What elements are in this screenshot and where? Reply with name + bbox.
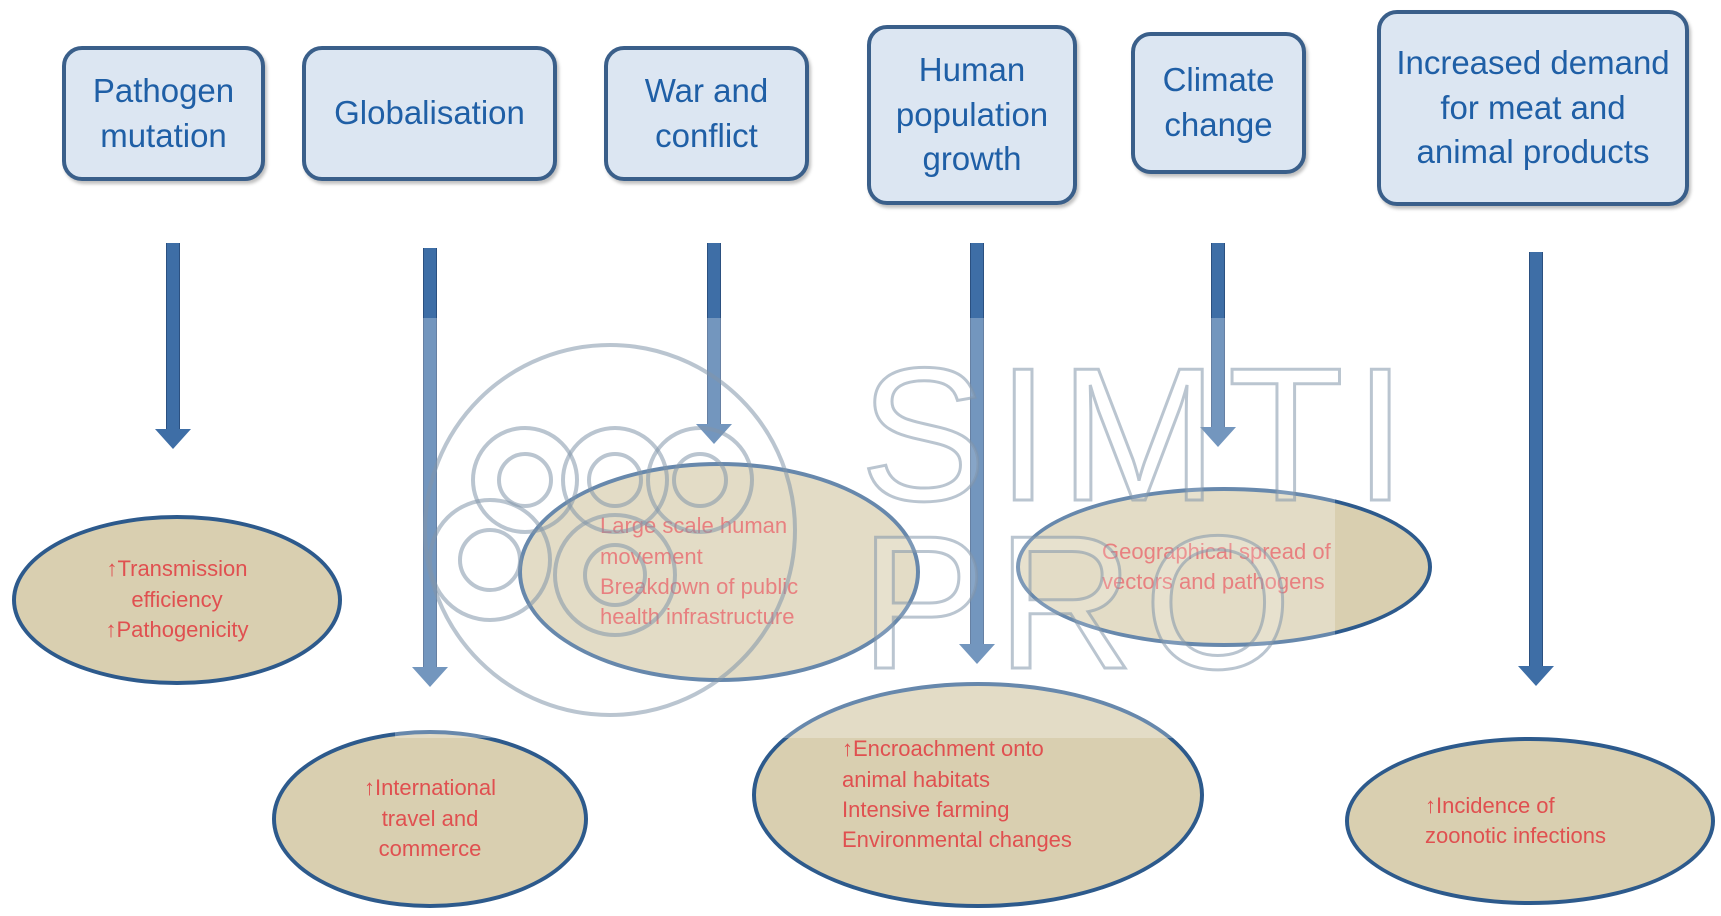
effect-ellipse-transmission: ↑Transmission efficiency ↑Pathogenicity — [12, 515, 342, 685]
effect-line: movement — [600, 543, 703, 569]
cause-box-war-and-conflict: War and conflict — [604, 46, 809, 181]
effect-ellipse-geographical-spread: Geographical spread of vectors and patho… — [1016, 487, 1432, 647]
cause-label: Pathogen mutation — [92, 71, 235, 154]
cause-box-pathogen-mutation: Pathogen mutation — [62, 46, 265, 181]
effect-line: animal habitats — [842, 766, 990, 792]
cause-box-increased-demand: Increased demand for meat and animal pro… — [1377, 10, 1689, 206]
effect-line: zoonotic infections — [1425, 823, 1606, 848]
cause-label: Climate change — [1162, 61, 1275, 143]
effect-line: Breakdown of public — [600, 574, 799, 599]
effect-line: Geographical spread of — [1102, 538, 1331, 564]
effect-line: commerce — [378, 836, 482, 862]
effect-ellipse-international-travel: ↑International travel and commerce — [272, 730, 588, 908]
effect-ellipse-encroachment: ↑Encroachment onto animal habitats Inten… — [752, 682, 1204, 908]
cause-box-climate-change: Climate change — [1131, 32, 1306, 174]
effect-ellipse-zoonotic-infections: ↑Incidence of zoonotic infections — [1345, 737, 1715, 905]
cause-label: Globalisation — [334, 94, 525, 132]
effect-line: ↑Pathogenicity — [105, 617, 249, 643]
effect-line: health infrastructure — [600, 604, 795, 630]
effect-line: ↑Encroachment onto — [842, 736, 1044, 762]
effect-ellipse-human-movement: Large scale human movement Breakdown of … — [518, 462, 920, 682]
effect-line: travel and — [381, 805, 479, 831]
effect-line: Intensive farming — [842, 797, 1010, 822]
cause-label: Human population growth — [895, 51, 1049, 178]
cause-label: Increased demand for meat and animal pro… — [1396, 44, 1670, 171]
effect-line: Environmental changes — [842, 827, 1072, 853]
cause-label: War and conflict — [644, 71, 769, 154]
effect-line: ↑Incidence of — [1425, 792, 1555, 818]
effect-line: vectors and pathogens — [1102, 569, 1325, 594]
cause-box-human-population-growth: Human population growth — [867, 25, 1077, 205]
effect-line: efficiency — [131, 586, 223, 612]
cause-box-globalisation: Globalisation — [302, 46, 557, 181]
effect-line: ↑Transmission — [106, 556, 248, 582]
effect-line: ↑International — [363, 775, 497, 801]
effect-line: Large scale human — [600, 513, 788, 539]
